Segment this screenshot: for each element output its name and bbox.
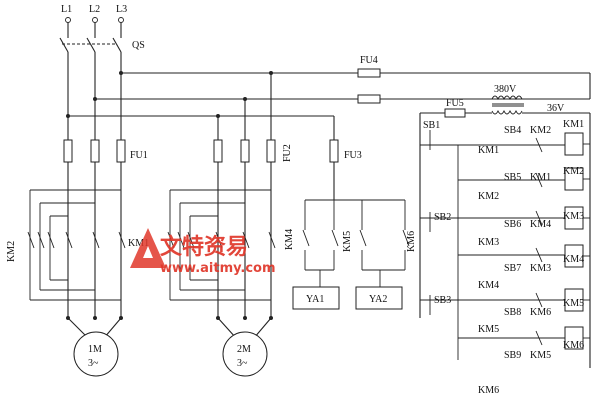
holding-label-km5: KM5 [478, 324, 499, 335]
label-km4-motor2: KM4 [284, 229, 295, 250]
label-motor2-phase: 3~ [237, 358, 248, 369]
coil-label-km6: KM6 [563, 340, 584, 351]
motor1-circuit [27, 162, 126, 377]
coil-label-km2: KM2 [563, 166, 584, 177]
label-fu3: FU3 [344, 150, 362, 161]
label-ya1: YA1 [306, 294, 324, 305]
motor2-circuit [167, 162, 276, 377]
label-sb8: SB8 [504, 307, 521, 318]
watermark: 文特资易 www.aitmy.com [130, 228, 276, 276]
label-km4-rung3: KM4 [530, 219, 551, 230]
label-motor1: 1M [88, 344, 102, 355]
label-sb3: SB3 [434, 295, 451, 306]
label-sb1: SB1 [423, 120, 440, 131]
label-380v: 380V [494, 84, 517, 95]
label-km1-rung2: KM1 [530, 172, 551, 183]
holding-label-km6: KM6 [478, 385, 499, 396]
holding-label-km4: KM4 [478, 280, 499, 291]
watermark-brand: 文特资易 [160, 234, 248, 260]
control-ladder [420, 130, 590, 360]
label-qs: QS [132, 40, 145, 51]
label-fu4: FU4 [360, 55, 378, 66]
solenoid-circuit [292, 162, 410, 310]
label-l3: L3 [116, 4, 127, 15]
label-km6-rung5: KM6 [530, 307, 551, 318]
coil-label-km3: KM3 [563, 211, 584, 222]
label-sb7: SB7 [504, 263, 521, 274]
label-l1: L1 [61, 4, 72, 15]
watermark-url: www.aitmy.com [160, 261, 276, 276]
control-feed [357, 68, 591, 368]
label-km5-rung6: KM5 [530, 350, 551, 361]
power-fuses [63, 139, 339, 163]
label-ya2: YA2 [369, 294, 387, 305]
label-km1-motor1: KM1 [128, 238, 149, 249]
holding-label-km2: KM2 [478, 191, 499, 202]
label-motor2: 2M [237, 344, 251, 355]
label-l2: L2 [89, 4, 100, 15]
label-km2-rung1: KM2 [530, 125, 551, 136]
coil-label-km4: KM4 [563, 254, 584, 265]
label-motor1-phase: 3~ [88, 358, 99, 369]
label-fu2: FU2 [282, 144, 293, 162]
label-fu1: FU1 [130, 150, 148, 161]
label-sb6: SB6 [504, 219, 521, 230]
label-km5-solenoid: KM5 [342, 231, 353, 252]
label-km2-motor1: KM2 [6, 241, 17, 262]
coil-label-km1: KM1 [563, 119, 584, 130]
holding-label-km3: KM3 [478, 237, 499, 248]
holding-label-km1: KM1 [478, 145, 499, 156]
label-sb4: SB4 [504, 125, 521, 136]
label-sb9: SB9 [504, 350, 521, 361]
label-sb2: SB2 [434, 212, 451, 223]
supply-lines [59, 17, 590, 140]
label-36v: 36V [547, 103, 565, 114]
coil-label-km5: KM5 [563, 298, 584, 309]
label-km3-rung4: KM3 [530, 263, 551, 274]
label-fu5: FU5 [446, 98, 464, 109]
label-sb5: SB5 [504, 172, 521, 183]
label-km6-solenoid: KM6 [406, 231, 417, 252]
